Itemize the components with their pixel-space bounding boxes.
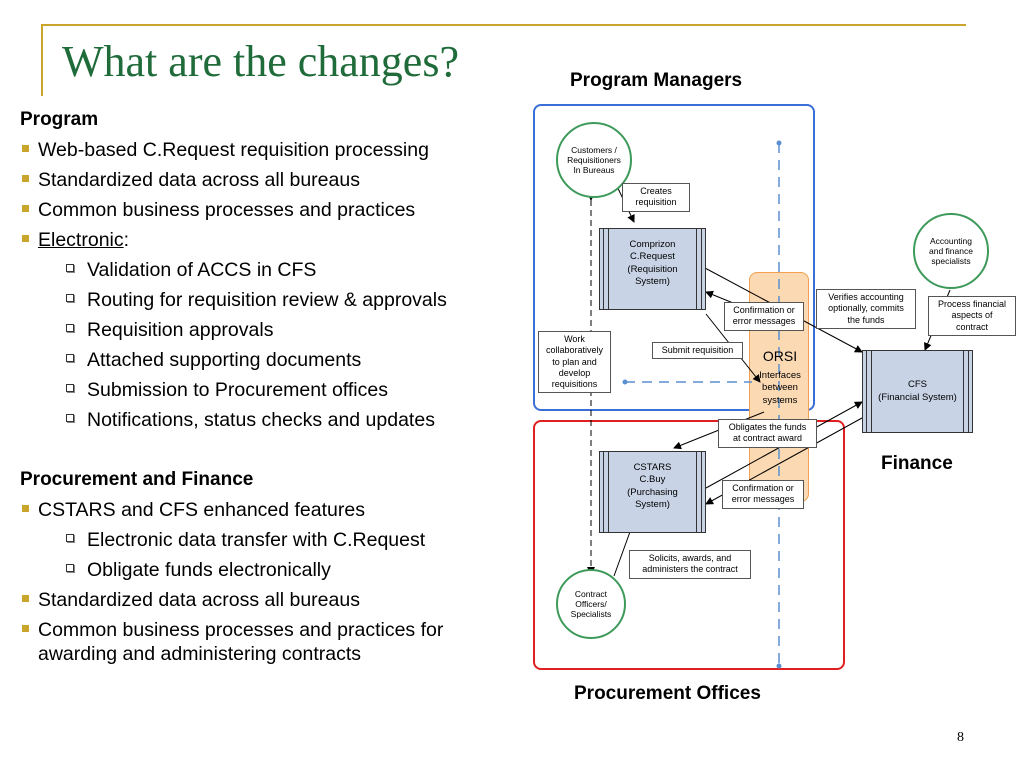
hollow-bullet-icon xyxy=(66,564,74,572)
page-number: 8 xyxy=(957,730,964,745)
title-rule-vertical xyxy=(41,24,43,96)
electronic-item: Submission to Procurement offices xyxy=(66,379,388,402)
bullet-square-icon xyxy=(22,235,29,242)
hollow-bullet-icon xyxy=(66,534,74,542)
bullet-square-icon xyxy=(22,625,29,632)
electronic-item: Requisition approvals xyxy=(66,319,273,342)
electronic-item: Validation of ACCS in CFS xyxy=(66,259,316,282)
procurement-heading: Procurement and Finance xyxy=(20,469,254,490)
cstars-bullet: CSTARS and CFS enhanced features xyxy=(22,499,365,522)
hollow-bullet-icon xyxy=(66,294,74,302)
program-bullet: Standardized data across all bureaus xyxy=(22,169,360,192)
hollow-bullet-icon xyxy=(66,354,74,362)
electronic-item: Notifications, status checks and updates xyxy=(66,409,435,432)
hollow-bullet-icon xyxy=(66,414,74,422)
electronic-item: Attached supporting documents xyxy=(66,349,361,372)
cfs-system: CFS(Financial System) xyxy=(862,350,973,433)
timeline-dot xyxy=(622,379,628,385)
electronic-label: Electronic xyxy=(38,229,124,251)
program-bullet: Web-based C.Request requisition processi… xyxy=(22,139,429,162)
electronic-item: Routing for requisition review & approva… xyxy=(66,289,447,312)
finance-label: Finance xyxy=(881,453,953,474)
bullet-square-icon xyxy=(22,505,29,512)
bullet-square-icon xyxy=(22,595,29,602)
tail-bullet: Standardized data across all bureaus xyxy=(22,589,360,612)
hollow-bullet-icon xyxy=(66,264,74,272)
cstars-item: Obligate funds electronically xyxy=(66,559,331,582)
procurement-region xyxy=(533,420,845,670)
program-managers-label: Program Managers xyxy=(570,70,743,91)
program-bullet: Common business processes and practices xyxy=(22,199,415,222)
program-heading: Program xyxy=(20,109,99,130)
bullet-square-icon xyxy=(22,205,29,212)
electronic-bullet: Electronic: xyxy=(22,229,129,252)
tail-bullet-continuation: awarding and administering contracts xyxy=(38,643,362,665)
cstars-item: Electronic data transfer with C.Request xyxy=(66,529,425,552)
tail-bullet: Common business processes and practices … xyxy=(22,619,443,642)
bullet-square-icon xyxy=(22,145,29,152)
program-region xyxy=(533,104,815,411)
title-rule-horizontal xyxy=(41,24,966,26)
timeline-dot xyxy=(776,140,782,146)
timeline-dot xyxy=(776,663,782,669)
submit-requisition-note: Submit requisition xyxy=(652,342,743,360)
procurement-offices-label: Procurement Offices xyxy=(574,683,761,704)
hollow-bullet-icon xyxy=(66,384,74,392)
bullet-square-icon xyxy=(22,175,29,182)
hollow-bullet-icon xyxy=(66,324,74,332)
slide-title: What are the changes? xyxy=(62,37,459,86)
orsi-title: ORSI xyxy=(762,348,798,364)
